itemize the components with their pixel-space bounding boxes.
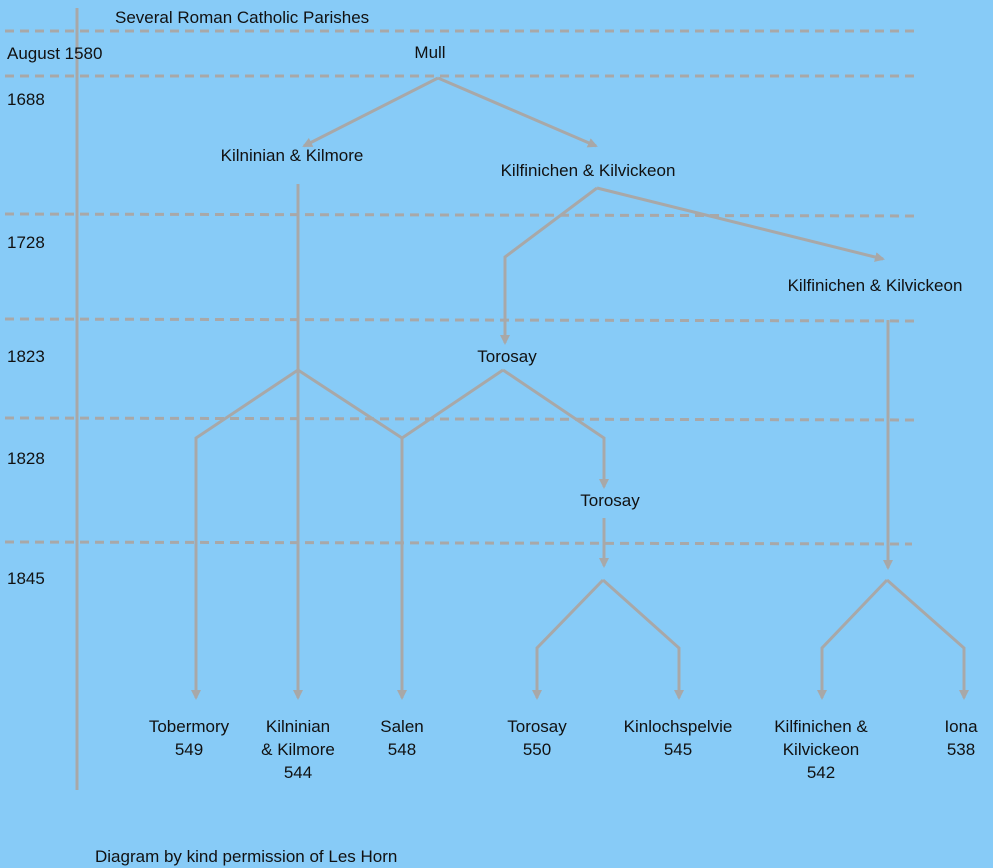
edge-kilninian-to-tobermory <box>191 368 299 700</box>
leaf-line: Salen <box>380 717 424 736</box>
separator-line <box>4 317 921 323</box>
leaf-line: Kilvickeon <box>782 740 860 759</box>
node-torosay-1828: Torosay <box>580 491 640 510</box>
leaf-line: Iona <box>944 717 978 736</box>
leaf-line: 545 <box>663 740 693 759</box>
year-label: August 1580 <box>7 44 103 63</box>
leaf-tobermory: Tobermory 549 <box>149 715 229 761</box>
leaf-line: 538 <box>946 740 976 759</box>
edge-torosay-to-salen <box>397 368 504 700</box>
credit-text: Diagram by kind permission of Les Horn <box>95 847 398 866</box>
edge-kilninian-to-salen <box>297 368 403 440</box>
leaf-line: & Kilmore <box>261 740 335 759</box>
connectors <box>191 76 969 700</box>
edge-mull-to-kilfinichen <box>437 76 598 148</box>
year-label: 1845 <box>7 569 45 588</box>
edge-torosay-to-kinlochspelvie <box>601 578 684 700</box>
leaf-kilninian-kilmore: Kilninian & Kilmore 544 <box>261 715 335 784</box>
leaf-line: Kinlochspelvie <box>623 717 733 736</box>
leaf-line: Tobermory <box>148 717 230 736</box>
node-kilfinichen-kilvickeon-1688: Kilfinichen & Kilvickeon <box>500 161 676 180</box>
leaf-line: 548 <box>387 740 417 759</box>
leaf-salen: Salen 548 <box>380 715 423 761</box>
edge-kilfinichen-to-kilfinichen-leaf <box>817 578 889 700</box>
year-label: 1688 <box>7 90 45 109</box>
leaf-line: 549 <box>174 740 204 759</box>
leaf-iona: Iona 538 <box>944 715 977 761</box>
year-label: 1823 <box>7 347 45 366</box>
leaf-line: Kilninian <box>265 717 331 736</box>
period-separators <box>4 29 921 546</box>
node-torosay-1823: Torosay <box>477 347 537 366</box>
year-label: 1828 <box>7 449 45 468</box>
edge-torosay-to-torosay-1828 <box>502 368 609 489</box>
node-kilfinichen-kilvickeon-1728: Kilfinichen & Kilvickeon <box>787 276 963 295</box>
year-label: 1728 <box>7 233 45 252</box>
edge-kilfinichen-to-torosay <box>500 186 598 345</box>
leaf-torosay: Torosay 550 <box>507 715 567 761</box>
leaf-line: Torosay <box>507 717 567 736</box>
edge-kilfinichen-to-kilfinichen-1728 <box>596 186 885 262</box>
separator-line <box>4 212 921 218</box>
edge-mull-to-kilninian <box>302 76 439 148</box>
node-mull: Mull <box>414 43 446 62</box>
leaf-line: 542 <box>806 763 836 782</box>
separator-line <box>4 416 921 422</box>
leaf-line: 550 <box>522 740 552 759</box>
node-kilninian-kilmore: Kilninian & Kilmore <box>220 146 364 165</box>
separator-line <box>4 540 913 546</box>
diagram-header: Several Roman Catholic Parishes <box>115 8 370 27</box>
leaf-kilfinichen-kilvickeon: Kilfinichen & Kilvickeon 542 <box>774 715 868 784</box>
leaf-line: Kilfinichen & <box>774 717 868 736</box>
leaf-kinlochspelvie: Kinlochspelvie 545 <box>624 715 733 761</box>
edge-kilfinichen-to-iona <box>886 578 969 700</box>
edge-torosay-to-torosay-leaf <box>532 578 605 700</box>
leaf-line: 544 <box>283 763 313 782</box>
